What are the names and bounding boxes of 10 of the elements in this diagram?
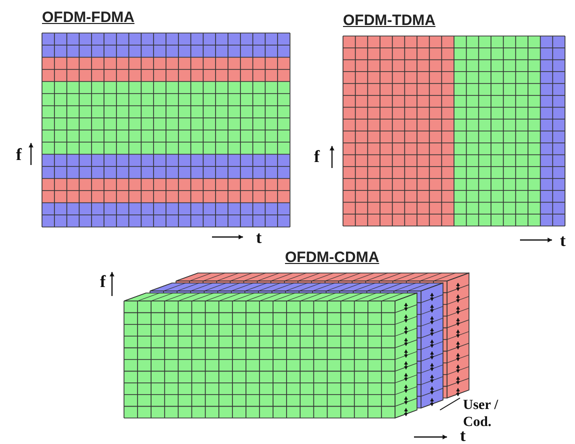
diagram-heading: OFDM-TDMA <box>343 12 436 29</box>
diagram-heading: OFDM-FDMA <box>42 9 134 26</box>
axis-label: t <box>460 426 466 444</box>
axis-label: t <box>256 228 262 248</box>
axis-label: f <box>314 147 320 167</box>
axis-label: t <box>560 231 566 251</box>
diagram-heading: OFDM-CDMA <box>285 249 380 266</box>
axis-label: f <box>100 272 106 292</box>
axis-label: User / Cod. <box>463 397 500 431</box>
axis-label: f <box>16 145 22 165</box>
